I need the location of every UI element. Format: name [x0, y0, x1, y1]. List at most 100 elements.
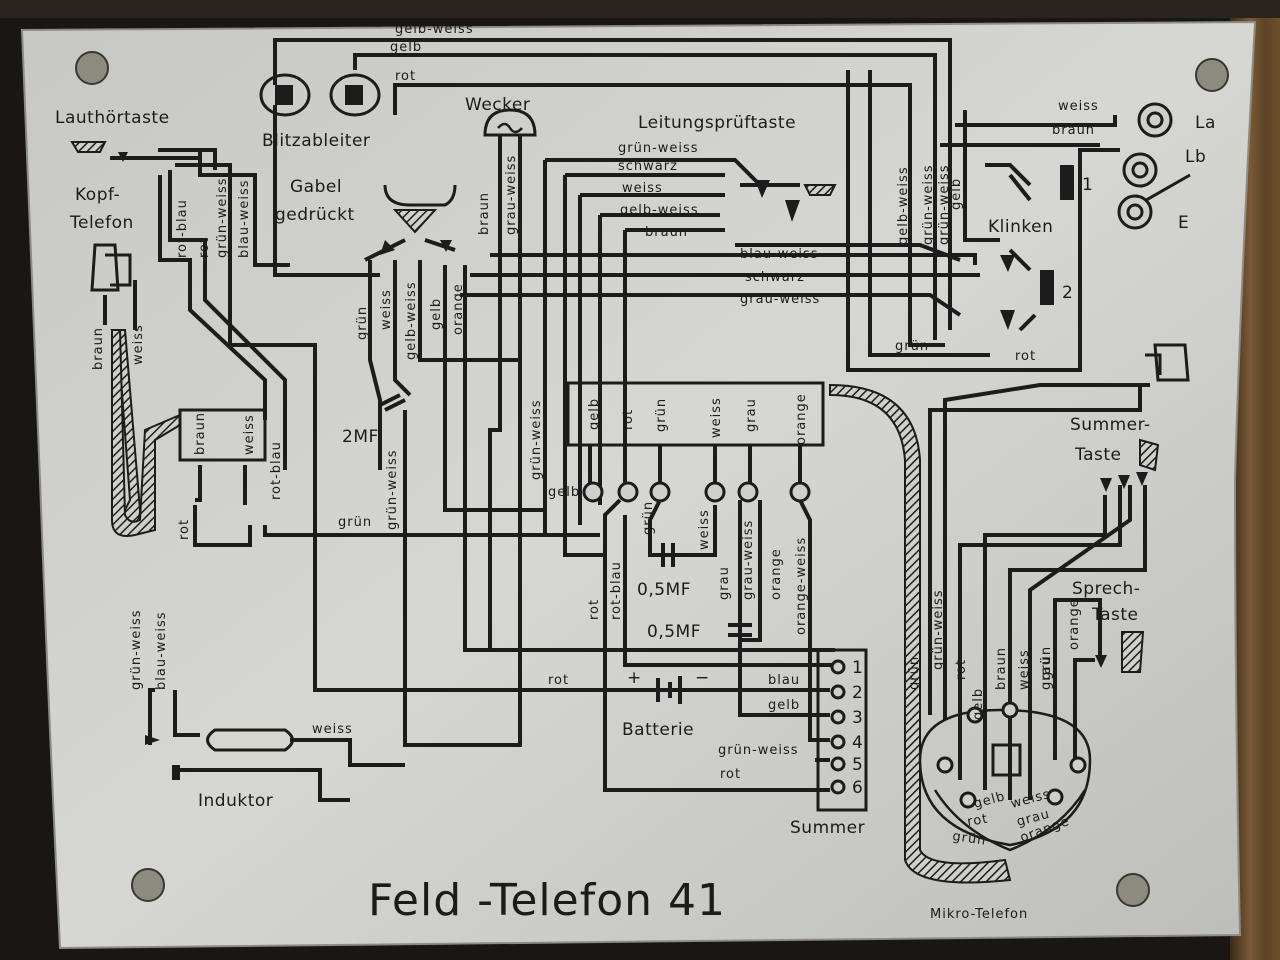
summer-terminal-1: 1	[852, 658, 863, 678]
wire-label-left-rot-blau: rot-blau	[175, 199, 190, 258]
wire-label-mt-rot: rot	[954, 659, 969, 680]
wire-label-st-rot: rot	[587, 599, 602, 620]
label-leitungsprueftaste: Leitungsprüftaste	[638, 113, 796, 133]
label-wecker: Wecker	[465, 95, 530, 115]
label-lb: Lb	[1185, 147, 1206, 167]
summer-taste-switch	[1100, 438, 1160, 492]
wire-label-hb-rot: rot	[177, 519, 192, 540]
label-la: La	[1195, 113, 1216, 133]
label-plus: +	[627, 668, 642, 688]
sprech-hoerer-icon	[1145, 343, 1190, 382]
wire-label-kl-rot: rot	[1015, 349, 1036, 364]
label-summer-taste-1: Summer-	[1070, 415, 1151, 435]
wire-label-mt-braun: braun	[994, 647, 1009, 690]
wire-label-lpt-blau-weiss: blau-weiss	[740, 247, 819, 262]
klinken-jacks	[1000, 165, 1074, 332]
wire-label-mt-gruen2: grün	[1039, 646, 1054, 680]
label-05mf-2: 0,5MF	[647, 622, 701, 642]
wire-label-gelb-top: gelb	[390, 40, 422, 55]
wecker-bell	[483, 108, 537, 137]
summer-terminal-2: 2	[852, 683, 863, 703]
wire-labels-horizontal: gelb-weiss gelb rot grün-weiss schwarz w…	[312, 22, 1099, 782]
wire-label-ind-weiss: weiss	[312, 722, 353, 737]
summer-terminal-4: 4	[852, 733, 863, 753]
label-gedrueckt: gedrückt	[275, 205, 355, 225]
mikro-telefon-handset	[936, 701, 1087, 809]
capacitor-05mf-a	[661, 543, 675, 567]
wire-label-g-gruen: grün	[338, 515, 372, 530]
wire-label-st-rot-blau: rot-blau	[609, 561, 624, 620]
wire-label-mt-weiss: weiss	[1017, 649, 1032, 690]
blitzableiter	[259, 73, 381, 117]
wire-label-mid-schwarz: schwarz	[745, 270, 805, 285]
wire-label-mt-grau: grau	[1039, 656, 1054, 690]
label-klinke-2: 2	[1062, 283, 1073, 303]
wire-label-kt-weiss: weiss	[131, 324, 146, 365]
line-terminals	[1117, 102, 1191, 230]
label-summer: Summer	[790, 818, 865, 838]
wire-label-st-orange-weiss: orange-weiss	[794, 537, 809, 635]
summer-terminal-5: 5	[852, 755, 863, 775]
gabel-switch	[364, 184, 457, 262]
wire-label-gb-orange: orange	[451, 283, 466, 335]
strip-label-grau: grau	[744, 398, 759, 432]
screw-top-right	[1195, 58, 1229, 92]
lauthoertaste-switch	[70, 141, 200, 162]
screw-bottom-left	[131, 868, 165, 902]
wire-label-wk-grau-weiss: grau-weiss	[504, 155, 519, 235]
kopf-telefon-earpiece	[90, 243, 132, 292]
cable-kopf-loop	[111, 329, 181, 537]
strip-label-weiss: weiss	[709, 397, 724, 438]
label-sprech-taste-2: Taste	[1091, 605, 1138, 625]
label-05mf-1: 0,5MF	[637, 580, 691, 600]
wire-label-lpt-gruen-weiss: grün-weiss	[618, 141, 699, 156]
wire-label-gb-gruen: grün	[355, 306, 370, 340]
wire-label-sum-blau: blau	[768, 673, 800, 688]
summer-box	[816, 648, 868, 812]
terminal-strip	[566, 381, 825, 447]
wire-label-gb-gelb: gelb	[429, 298, 444, 330]
wire-label-lpt-braun: braun	[645, 225, 688, 240]
wire-label-kl-braun: braun	[1052, 123, 1095, 138]
wire-label-kl-gruen: grün	[895, 339, 929, 354]
wire-label-kt-braun: braun	[91, 327, 106, 370]
wire-labels-vertical: rot-blau rot grün-weiss blau-weiss braun…	[91, 155, 1082, 720]
cable-mikro	[829, 383, 1012, 884]
wire-label-st-grau-weiss: grau-weiss	[741, 520, 756, 600]
label-gabel: Gabel	[290, 177, 342, 197]
wire-label-mt-orange: orange	[1067, 598, 1082, 650]
wire-network	[103, 38, 1150, 884]
label-induktor: Induktor	[198, 791, 273, 811]
label-kopf: Kopf-	[75, 185, 120, 205]
wire-label-left-rot: rot	[197, 237, 212, 258]
wire-label-mt-gruen: grün	[907, 656, 922, 690]
label-minus: −	[695, 668, 710, 688]
wire-label-rot-top: rot	[395, 69, 416, 84]
wire-label-mt-gelb: gelb	[971, 688, 986, 720]
strip-label-rot: rot	[621, 409, 636, 430]
wire-label-st-grau: grau	[717, 566, 732, 600]
plate-title: Feld -Telefon 41	[368, 875, 726, 926]
wire-label-st-gelb: gelb	[548, 485, 580, 500]
wire-label-st-orange: orange	[769, 548, 784, 600]
wire-label-gelb-weiss-top: gelb-weiss	[395, 22, 474, 37]
wire-label-kl-weiss: weiss	[1058, 99, 1099, 114]
wire-label-sum-rot: rot	[720, 767, 741, 782]
capacitor-2mf	[379, 393, 406, 412]
wire-label-hb-weiss: weiss	[242, 414, 257, 455]
label-lauthoertaste: Lauthörtaste	[55, 108, 170, 128]
wire-label-ind-gruen-weiss: grün-weiss	[129, 609, 144, 690]
wire-label-hb-rot-blau: rot-blau	[269, 441, 284, 500]
summer-terminal-6: 6	[852, 778, 863, 798]
label-mikro-telefon: Mikro-Telefon	[930, 907, 1028, 922]
wire-label-ind-blau-weiss: blau-weiss	[154, 611, 169, 690]
wire-label-mt-gruen-weiss: grün-weiss	[931, 589, 946, 670]
wire-label-wk-braun: braun	[477, 192, 492, 235]
label-klinken: Klinken	[988, 217, 1053, 237]
label-klinke-1: 1	[1082, 175, 1093, 195]
strip-label-gelb: gelb	[587, 398, 602, 430]
label-blitzableiter: Blitzableiter	[262, 131, 370, 151]
wire-label-mid-grau-weiss: grau-weiss	[740, 292, 820, 307]
strip-label-orange: orange	[794, 393, 809, 445]
